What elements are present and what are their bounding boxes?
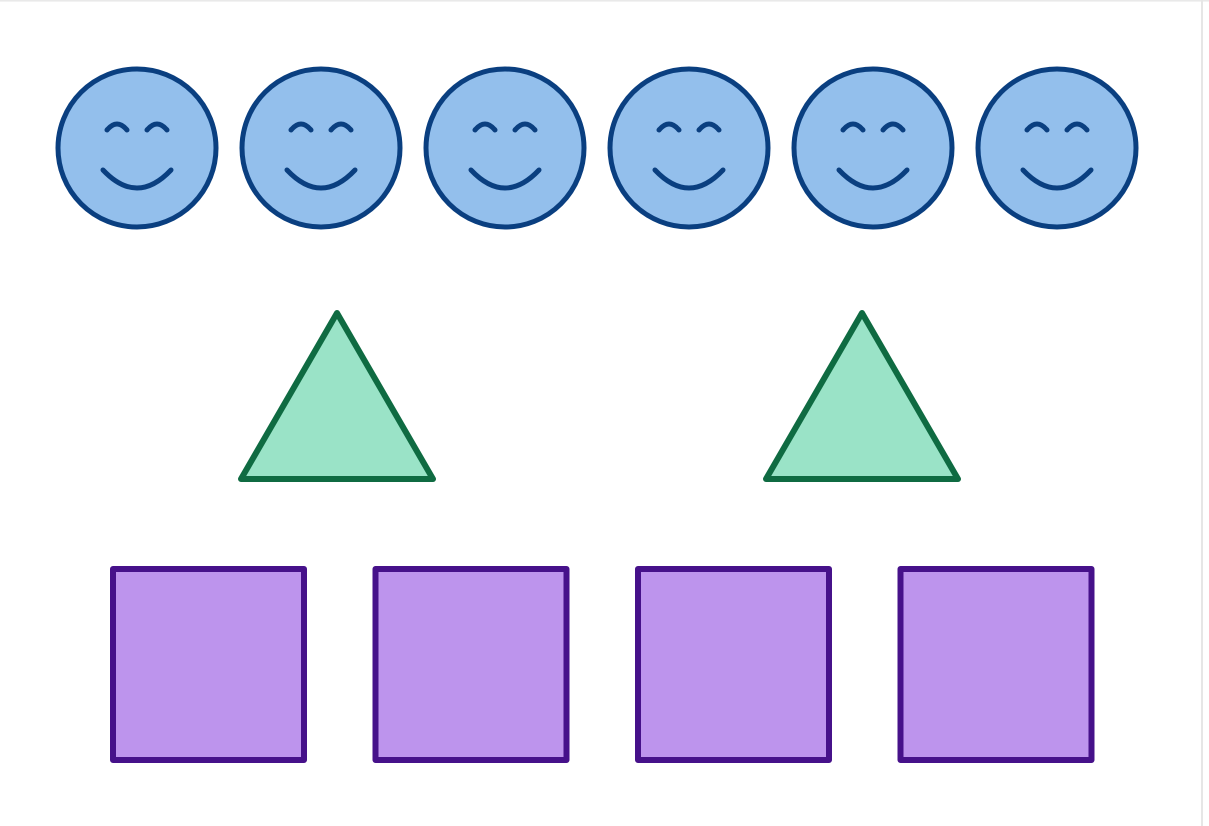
right-eye <box>696 121 722 133</box>
square-shape <box>635 566 832 763</box>
square-shape <box>372 566 570 763</box>
triangle-shape <box>763 310 961 482</box>
left-eye <box>656 121 682 133</box>
right-eye <box>512 121 538 133</box>
left-eye <box>472 121 498 133</box>
smiley-face-icon <box>607 66 771 230</box>
smiley-face-row <box>55 66 1139 230</box>
smile <box>652 167 726 191</box>
triangle-row <box>238 310 961 482</box>
left-eye <box>288 121 314 133</box>
left-eye <box>1024 121 1050 133</box>
square-row <box>110 566 1095 763</box>
square-shape <box>110 566 307 763</box>
left-eye <box>104 121 130 133</box>
right-eye <box>880 121 906 133</box>
smiley-face-icon <box>975 66 1139 230</box>
smiley-face-icon <box>239 66 403 230</box>
triangle-shape <box>238 310 436 482</box>
square-shape <box>897 566 1095 763</box>
smile <box>284 167 358 191</box>
right-eye <box>1064 121 1090 133</box>
top-border <box>0 0 1209 2</box>
smiley-face-icon <box>791 66 955 230</box>
smile <box>1020 167 1094 191</box>
smile <box>468 167 542 191</box>
smile <box>100 167 174 191</box>
smile <box>836 167 910 191</box>
smiley-face-icon <box>55 66 219 230</box>
left-eye <box>840 121 866 133</box>
smiley-face-icon <box>423 66 587 230</box>
right-border <box>1201 0 1203 826</box>
right-eye <box>144 121 170 133</box>
right-eye <box>328 121 354 133</box>
